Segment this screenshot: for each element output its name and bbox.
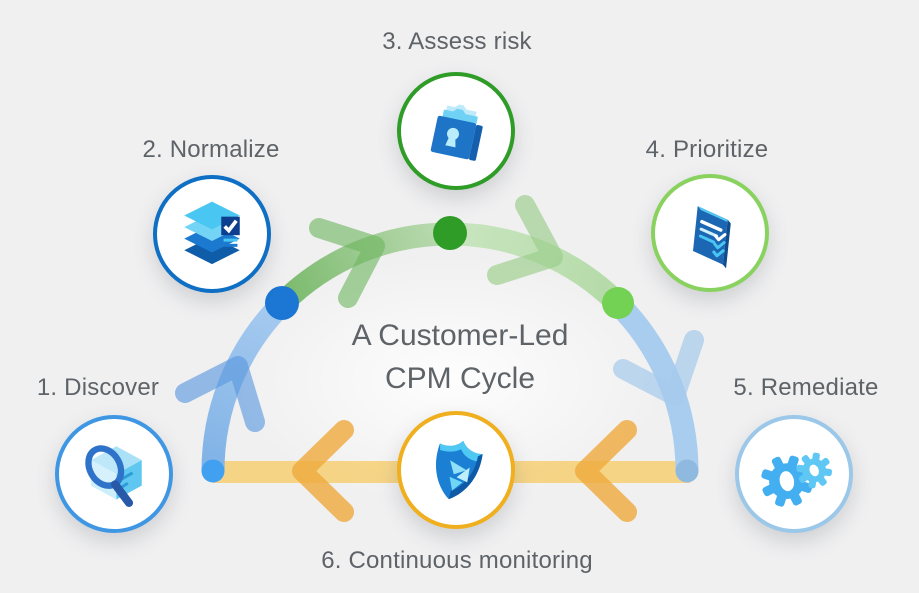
step-label-discover: 1. Discover xyxy=(36,374,160,401)
step-label-assess-risk: 3. Assess risk xyxy=(382,28,532,55)
step-circle-continuous-monitoring xyxy=(397,411,515,529)
shield-icon xyxy=(435,440,483,500)
step-circle-assess-risk xyxy=(397,72,515,190)
right-arrow-icon xyxy=(309,218,385,308)
left-arrow-icon xyxy=(292,420,354,522)
normalize-dot xyxy=(265,286,299,320)
down-right-arrow-icon xyxy=(487,195,563,285)
step-label-prioritize: 4. Prioritize xyxy=(645,136,769,163)
checklist-panel-icon xyxy=(692,206,731,269)
step-circle-prioritize xyxy=(651,174,769,292)
assess-dot xyxy=(433,216,467,250)
layer-stack-check-icon xyxy=(184,201,240,265)
up-arrow-icon xyxy=(175,356,265,432)
prioritize-dot xyxy=(602,287,634,319)
cycle-title-line1: A Customer-Led xyxy=(351,319,569,352)
step-circle-remediate xyxy=(735,415,853,533)
step-label-remediate: 5. Remediate xyxy=(733,374,879,401)
locked-folder-icon xyxy=(430,104,483,161)
left-arrow-icon xyxy=(575,420,637,522)
down-arrow-icon xyxy=(613,330,704,406)
step-circle-discover xyxy=(55,415,173,533)
cycle-title: A Customer-Led CPM Cycle xyxy=(352,314,569,400)
step-label-normalize: 2. Normalize xyxy=(142,136,280,163)
magnifier-cube-icon xyxy=(85,445,142,507)
cycle-title-line2: CPM Cycle xyxy=(384,362,535,395)
arc-end-cap xyxy=(675,459,699,483)
step-circle-normalize xyxy=(153,175,271,293)
gears-icon xyxy=(761,452,832,507)
arc-start-cap xyxy=(201,459,225,483)
step-label-continuous-monitoring: 6. Continuous monitoring xyxy=(321,547,593,574)
